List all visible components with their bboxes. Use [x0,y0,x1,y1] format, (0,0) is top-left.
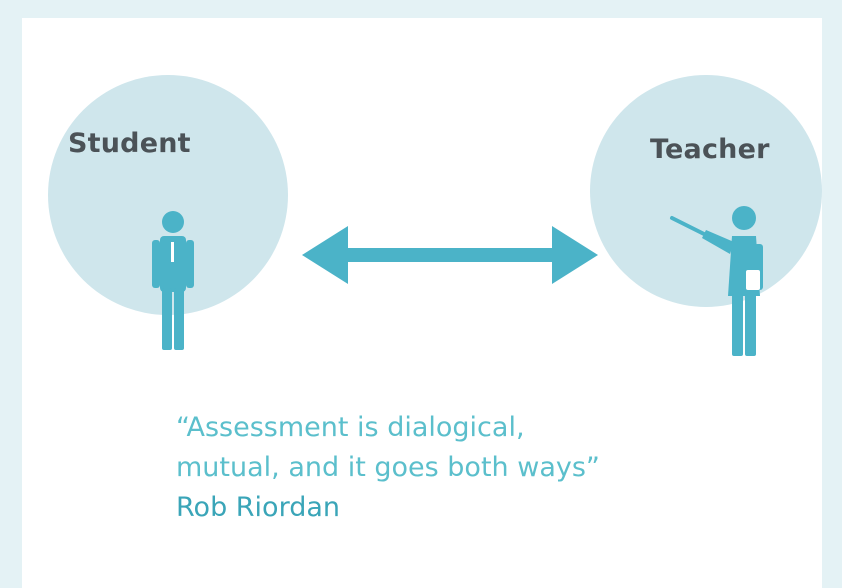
two-way-arrow-icon [302,226,598,284]
quote-line-1: “Assessment is dialogical, [176,412,525,443]
teacher-circle [590,75,822,307]
teacher-figure-icon [670,206,763,356]
quote-block: “Assessment is dialogical, mutual, and i… [176,408,600,528]
quote-line-2: mutual, and it goes both ways” [176,452,600,483]
student-figure-icon [152,211,194,350]
teacher-label: Teacher [650,134,770,165]
student-label: Student [68,128,191,159]
quote-author: Rob Riordan [176,492,340,523]
